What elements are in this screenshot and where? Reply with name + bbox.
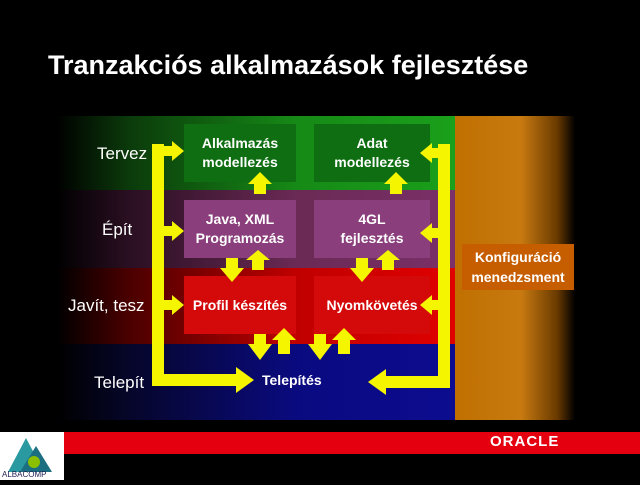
box-alkalmazas-modellezes: Alkalmazás modellezés	[184, 124, 296, 182]
arrow-to-profil	[172, 295, 184, 315]
row-label-javit: Javít, tesz	[68, 296, 145, 315]
stub	[430, 148, 440, 158]
arrow-left-to-telepites	[368, 369, 386, 395]
arrow-up-profil	[272, 328, 296, 340]
arrow-up-nyom	[332, 328, 356, 340]
row-label-epit: Épít	[102, 220, 133, 239]
arrow-down-profil	[248, 344, 272, 360]
left-loop-bar	[152, 144, 164, 382]
logo-text: ALBACOMP	[2, 470, 47, 479]
arrow-down-nyom	[308, 344, 332, 360]
arrow-to-alkalmazas	[172, 141, 184, 161]
arrow-up-adat	[384, 172, 408, 184]
logo-area	[0, 432, 64, 480]
row-label-telepit: Telepít	[94, 373, 145, 392]
box-line: fejlesztés	[340, 230, 404, 246]
slide-title: Tranzakciós alkalmazások fejlesztése	[48, 50, 529, 80]
config-line: menedzsment	[471, 269, 565, 285]
right-loop-bar	[438, 144, 450, 388]
footer-bar	[64, 432, 640, 454]
box-line: Java, XML	[205, 211, 275, 227]
arrow-right-to-telepites	[236, 367, 254, 393]
stub	[164, 146, 172, 156]
albacomp-logo-icon	[8, 438, 52, 472]
box-nyomkovetes: Nyomkövetés	[314, 276, 430, 334]
left-bottom-bar	[152, 374, 238, 386]
box-line: modellezés	[334, 154, 410, 170]
box-profil: Profil készítés	[184, 276, 296, 334]
arrow-down-4gl	[350, 268, 374, 282]
box-line: Alkalmazás	[201, 135, 279, 151]
right-bottom-bar	[384, 376, 446, 388]
box-line: modellezés	[202, 154, 278, 170]
stub	[164, 226, 172, 236]
arrow-to-4gl	[420, 223, 432, 243]
box-java-xml: Java, XML Programozás	[184, 200, 296, 258]
config-line: Konfiguráció	[474, 249, 562, 265]
arrow-up-4gl	[376, 250, 400, 260]
stub	[164, 300, 172, 310]
box-line: Adat	[356, 135, 388, 151]
stub	[430, 228, 440, 238]
box-line: Profil készítés	[192, 296, 288, 313]
stub	[430, 300, 440, 310]
arrow-up-alkalmazas	[248, 172, 272, 184]
arrow-to-nyom	[420, 295, 432, 315]
box-4gl: 4GL fejlesztés	[314, 200, 430, 258]
row-label-tervez: Tervez	[97, 144, 148, 163]
oracle-logo: ORACLE	[490, 433, 560, 450]
arrow-up-java	[246, 250, 270, 260]
telepites-label: Telepítés	[262, 372, 322, 388]
box-line: 4GL	[358, 211, 386, 227]
arrow-down-java	[220, 268, 244, 282]
arrow-to-adat	[420, 143, 432, 163]
box-line: Nyomkövetés	[326, 296, 418, 313]
arrow-to-java	[172, 221, 184, 241]
box-adat-modellezes: Adat modellezés	[314, 124, 430, 182]
config-box: Konfiguráció menedzsment	[462, 244, 574, 290]
box-line: Programozás	[195, 230, 285, 246]
